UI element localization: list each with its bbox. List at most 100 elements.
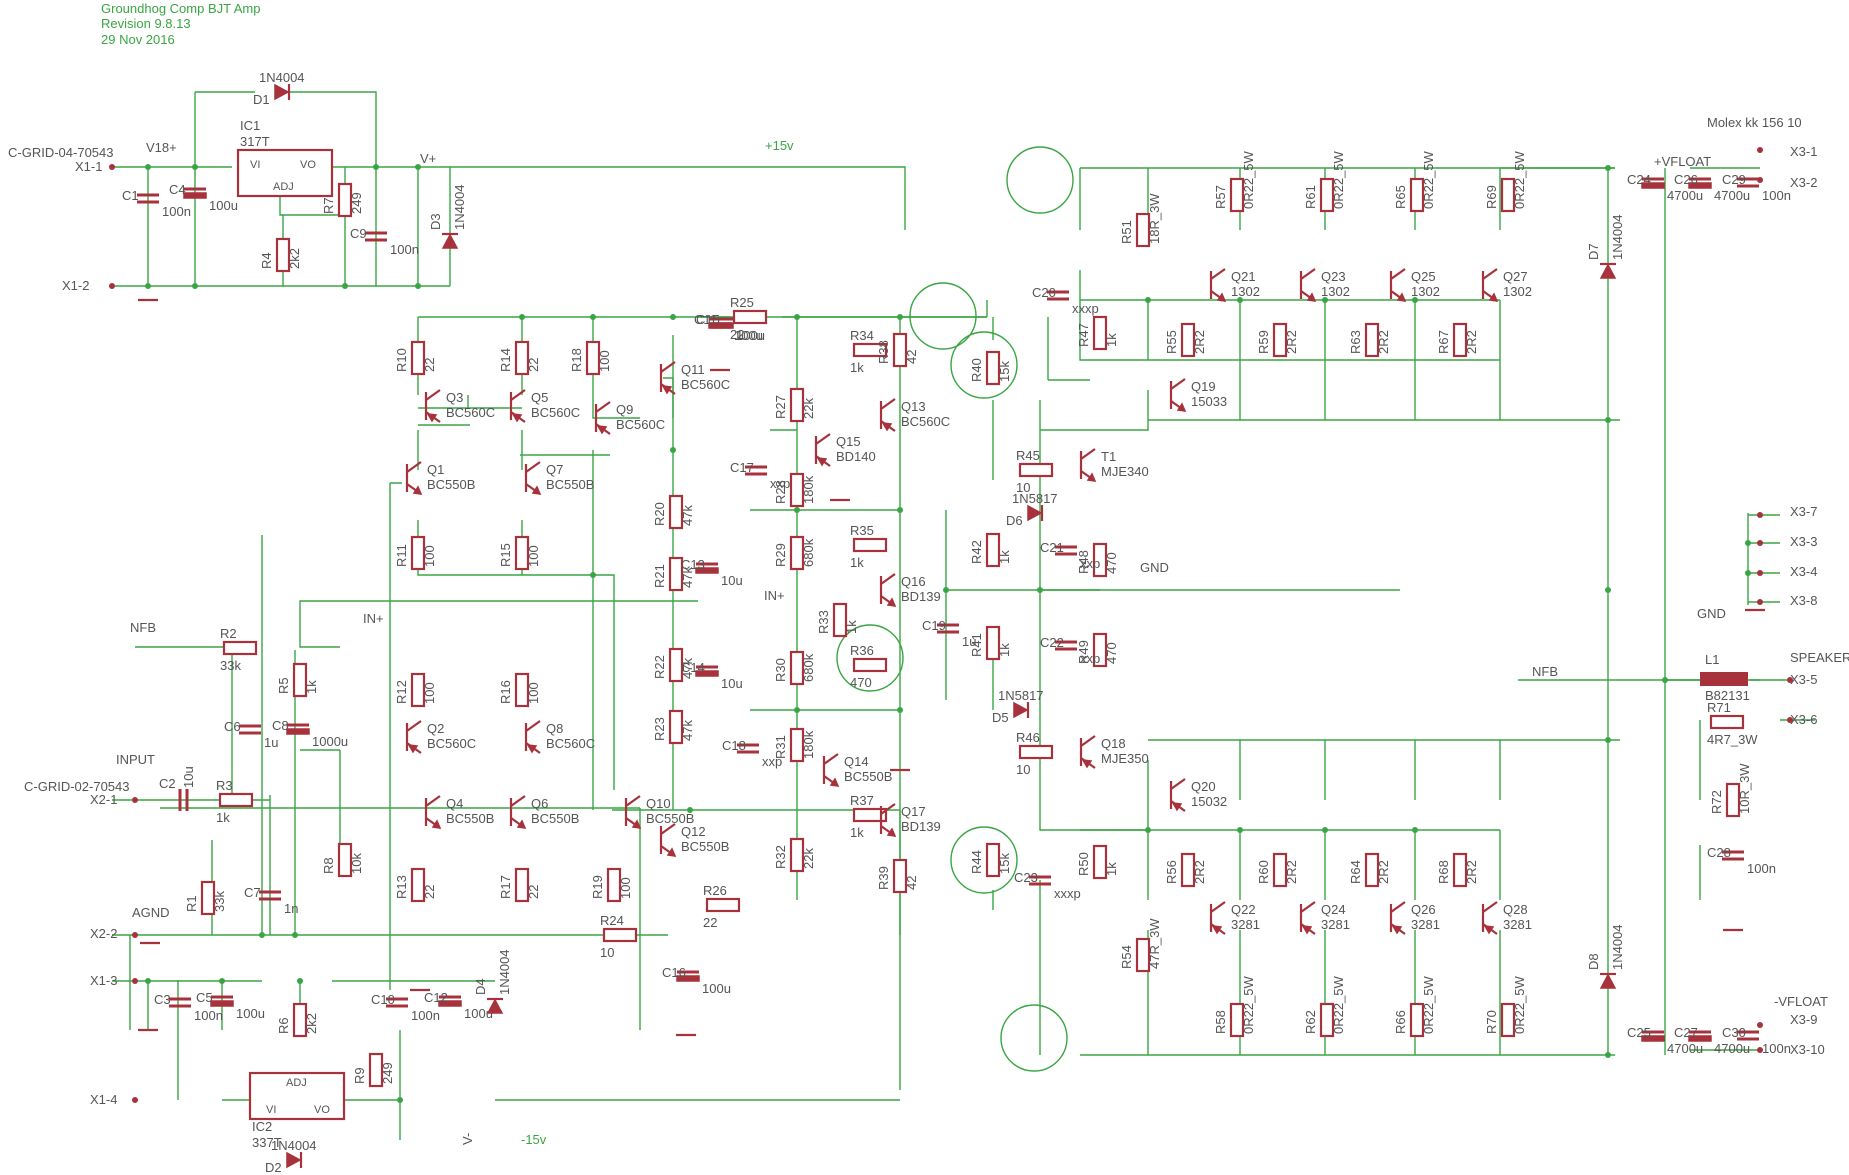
- connector-pad-symbol: [1787, 717, 1793, 723]
- component-ref-label: R3: [216, 778, 233, 793]
- component-ref-label: Q27: [1503, 269, 1528, 284]
- npn-transistor-symbol-collector: [660, 823, 676, 835]
- component-value-label: BC560C: [616, 417, 665, 432]
- resistor-symbol: [832, 602, 848, 638]
- component-value-label: 1302: [1231, 284, 1260, 299]
- component-ref-label: D8: [1586, 953, 1601, 970]
- electrolytic-capacitor-symbol-negative-plate: [1641, 182, 1665, 189]
- emitter-arrow: [886, 597, 897, 607]
- component-value-label: 47k: [680, 505, 695, 526]
- component-ref-label: L1: [1705, 652, 1719, 667]
- component-ref-label: R55: [1164, 330, 1179, 354]
- component-value-label: 1302: [1411, 284, 1440, 299]
- resistor-symbol: [789, 837, 805, 873]
- npn-transistor-symbol-collector: [1482, 268, 1498, 280]
- component-ref-label: R60: [1256, 860, 1271, 884]
- component-value-label: BC550B: [427, 477, 475, 492]
- component-ref-label: Q14: [844, 754, 869, 769]
- npn-transistor-symbol-collector: [1210, 268, 1226, 280]
- emitter-arrow: [1081, 759, 1093, 769]
- component-ref-label: R49: [1076, 640, 1091, 664]
- resistor-symbol: [668, 494, 684, 530]
- component-ref-label: Q7: [546, 462, 563, 477]
- component-ref-label: C8: [272, 718, 289, 733]
- component-value-label: BC550B: [546, 477, 594, 492]
- inp-label: IN+: [764, 588, 785, 603]
- resistor-symbol: [1180, 852, 1196, 888]
- component-value-label: 1N5817: [1012, 491, 1058, 506]
- component-ref-label: C30: [1722, 1025, 1746, 1040]
- resistor-symbol: [514, 867, 530, 903]
- resistor-symbol: [1452, 852, 1468, 888]
- component-ref-label: R72: [1709, 790, 1724, 814]
- component-ref-label: C7: [244, 885, 261, 900]
- pnp-transistor-symbol-collector: [880, 398, 896, 410]
- agnd-label: AGND: [132, 905, 170, 920]
- component-value-label: 1N4004: [1610, 214, 1625, 260]
- component-ref-label: C9: [350, 226, 367, 241]
- component-value-label: 0R22_5W: [1241, 150, 1256, 209]
- component-ref-label: R18: [569, 348, 584, 372]
- thermal-coupling-ring: [950, 826, 1018, 894]
- pnp-transistor-symbol-collector: [1080, 735, 1096, 747]
- component-ref-label: R10: [394, 348, 409, 372]
- emitter-arrow: [886, 827, 897, 837]
- resistor-symbol: [789, 727, 805, 763]
- resistor-symbol: [668, 647, 684, 683]
- component-ref-label: Q18: [1101, 736, 1126, 751]
- component-value-label: BC560C: [531, 405, 580, 420]
- resistor-symbol: [200, 880, 216, 916]
- component-value-label: 3281: [1503, 917, 1532, 932]
- resistor-symbol: [705, 897, 741, 913]
- component-value-label: 2R2: [1284, 860, 1299, 884]
- electrolytic-capacitor-symbol-negative-plate: [183, 192, 207, 199]
- emitter-arrow: [1488, 292, 1499, 302]
- component-value-label: 2R2: [1192, 860, 1207, 884]
- component-ref-label: Q26: [1411, 902, 1436, 917]
- component-ref-label: C21: [1040, 540, 1064, 555]
- npn-transistor-symbol-collector: [1300, 268, 1316, 280]
- connector-pad-symbol: [132, 797, 138, 803]
- pin-x1-4: X1-4: [90, 1092, 117, 1107]
- pnp-transistor-symbol-collector: [1300, 901, 1316, 913]
- component-value-label: 47k: [680, 658, 695, 679]
- component-value-label: 42: [904, 876, 919, 890]
- component-value-label: 100u: [236, 1006, 265, 1021]
- pin-x1-1: X1-1: [75, 159, 102, 174]
- component-ref-label: Q6: [531, 796, 548, 811]
- resistor-symbol: [668, 556, 684, 592]
- resistor-symbol: [892, 858, 908, 894]
- component-value-label: 100n: [390, 242, 419, 257]
- component-value-label: 22k: [801, 848, 816, 869]
- emitter-arrow: [1396, 292, 1407, 302]
- component-value-label: 1N4004: [452, 184, 467, 230]
- diode-symbol: [286, 1151, 302, 1169]
- component-value-label: 1k: [216, 810, 230, 825]
- component-value-label: 3281: [1411, 917, 1440, 932]
